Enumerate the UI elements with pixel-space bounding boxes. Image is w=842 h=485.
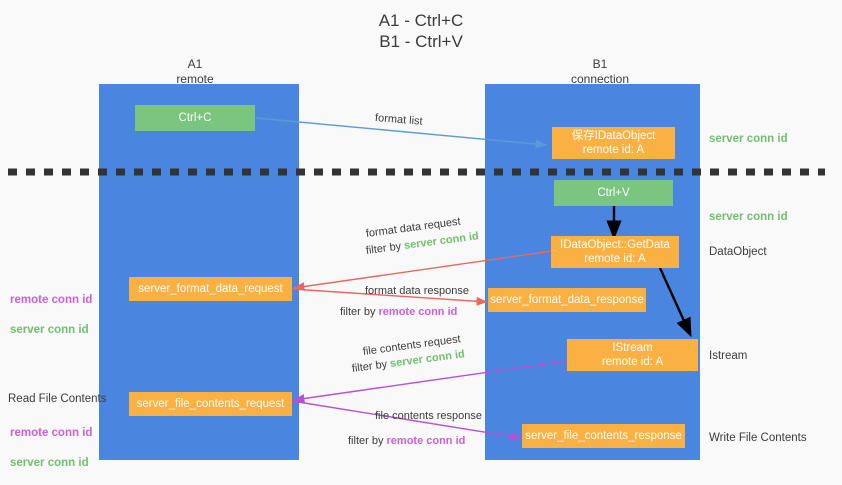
label-server-conn-id-mid: server conn id — [709, 211, 788, 223]
filter-prefix: filter by — [351, 358, 391, 375]
edge-label-format-data-response: format data response — [365, 284, 469, 299]
edge-text-file-contents-response: file contents response — [375, 410, 483, 422]
edge-text-format-data-response: format data response — [365, 285, 469, 297]
filter-value-remote-conn-id: remote conn id — [378, 306, 458, 318]
edge-label-format-list: format list — [374, 112, 424, 128]
node-server-file-contents-response[interactable]: server_file_contents_response — [522, 424, 685, 448]
diagram-title: A1 - Ctrl+C B1 - Ctrl+V — [378, 11, 464, 51]
label-remote-conn-id-file: remote conn id — [10, 427, 93, 439]
node-istream[interactable]: IStream remote id: A — [567, 339, 698, 371]
filter-prefix: filter by — [348, 435, 387, 447]
column-header-b1: B1 connection — [570, 57, 630, 86]
label-remote-conn-id-format: remote conn id — [10, 294, 93, 306]
label-server-conn-id-file: server conn id — [10, 457, 89, 469]
edge-label-file-contents-response-filter: filter by remote conn id — [348, 434, 465, 449]
label-server-conn-id-format: server conn id — [10, 324, 89, 336]
filter-value-remote-conn-id: remote conn id — [386, 435, 466, 447]
edge-label-file-contents-response: file contents response — [375, 409, 482, 424]
node-server-format-data-request[interactable]: server_format_data_request — [129, 277, 292, 301]
label-conn-ids-file: remote conn id server conn id — [10, 411, 92, 471]
label-dataobject: DataObject — [709, 246, 767, 258]
node-idataobject-getdata[interactable]: IDataObject::GetData remote id: A — [551, 236, 679, 268]
column-header-a1: A1 remote — [176, 57, 214, 86]
filter-prefix: filter by — [365, 240, 405, 257]
filter-prefix: filter by — [340, 306, 379, 318]
label-write-file-contents: Write File Contents — [709, 432, 807, 444]
node-ctrl-v[interactable]: Ctrl+V — [554, 180, 673, 206]
label-conn-ids-format: remote conn id server conn id — [10, 278, 92, 338]
edge-label-format-data-response-filter: filter by remote conn id — [340, 305, 457, 320]
node-server-file-contents-request[interactable]: server_file_contents_request — [129, 392, 292, 416]
label-read-file-contents: Read File Contents — [8, 393, 107, 405]
node-server-format-data-response[interactable]: server_format_data_response — [488, 288, 646, 312]
label-istream: Istream — [709, 350, 748, 362]
node-save-idataobject[interactable]: 保存IDataObject remote id: A — [552, 127, 675, 159]
label-server-conn-id-top: server conn id — [709, 133, 788, 145]
node-ctrl-c[interactable]: Ctrl+C — [135, 105, 255, 131]
